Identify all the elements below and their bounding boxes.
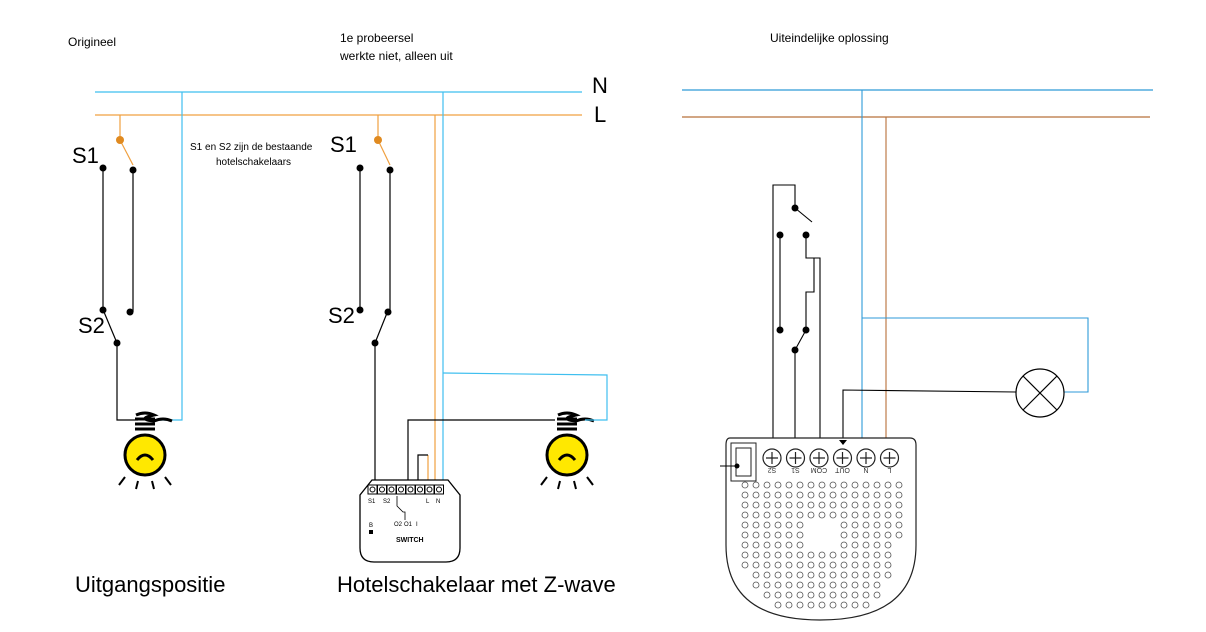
terminal-label: OUT: [834, 466, 850, 473]
neutral-label: N: [592, 73, 608, 98]
bulb-icon: [540, 411, 595, 490]
terminal-screw-icon: [396, 484, 406, 495]
terminal-l: L: [426, 499, 430, 505]
terminal-label: COM: [811, 466, 828, 473]
terminal-s1: S1: [368, 499, 376, 505]
terminal-screw-icon: [434, 484, 444, 495]
terminal-screw-icon: [405, 484, 416, 495]
caption-left: Uitgangspositie: [75, 572, 225, 597]
terminal-label: S2: [768, 466, 777, 473]
terminal-screw-icon: [415, 484, 425, 495]
live-label: L: [594, 102, 606, 127]
lamp-icon: [1015, 368, 1065, 418]
module-name: SWITCH: [396, 537, 424, 544]
terminal-screw-icon: [386, 484, 397, 495]
switch-contacts-left: [99, 164, 137, 347]
s1-pivot-dot: [116, 136, 124, 144]
s2-label-middle: S2: [328, 303, 355, 328]
title-original: Origineel: [68, 35, 116, 49]
terminal-n: N: [436, 499, 440, 505]
terminal-screw-icon: [367, 484, 378, 495]
terminal-label: S1: [791, 466, 800, 473]
terminal-screw-icon: [377, 484, 387, 495]
terminal-o2: O2: [394, 522, 403, 528]
s2-label-left: S2: [78, 313, 105, 338]
original-circuit: [102, 92, 183, 421]
title-final: Uiteindelijke oplossing: [770, 31, 889, 45]
attempt-circuit: [359, 92, 608, 485]
title-attempt-1: 1e probeersel: [340, 31, 413, 45]
button-label: B: [369, 523, 373, 529]
terminal-label: N: [863, 466, 868, 473]
zwave-module-final: S2 S1 COM OUT N L: [720, 437, 917, 621]
final-circuit: [772, 90, 1089, 448]
switch-contacts-middle: [356, 164, 394, 347]
terminal-label: L: [887, 466, 891, 473]
s1-pivot-dot: [374, 136, 382, 144]
switch-contacts-final: [776, 204, 810, 354]
s1-label-left: S1: [72, 143, 99, 168]
caption-middle: Hotelschakelaar met Z-wave: [337, 572, 616, 597]
terminal-screw-icon: [424, 484, 435, 495]
note-line-2: hotelschakelaars: [216, 157, 291, 168]
s1-label-middle: S1: [330, 132, 357, 157]
terminal-i: I: [416, 522, 418, 528]
terminal-s2: S2: [383, 499, 391, 505]
terminal-o1: O1: [404, 522, 413, 528]
bulb-icon: [118, 411, 173, 490]
note-line-1: S1 en S2 zijn de bestaande: [190, 142, 313, 153]
title-attempt-2: werkte niet, alleen uit: [339, 49, 453, 63]
zwave-switch-module: S1 S2 L N O2 O1 I B SWITCH: [359, 479, 461, 563]
button-icon: [369, 530, 373, 534]
